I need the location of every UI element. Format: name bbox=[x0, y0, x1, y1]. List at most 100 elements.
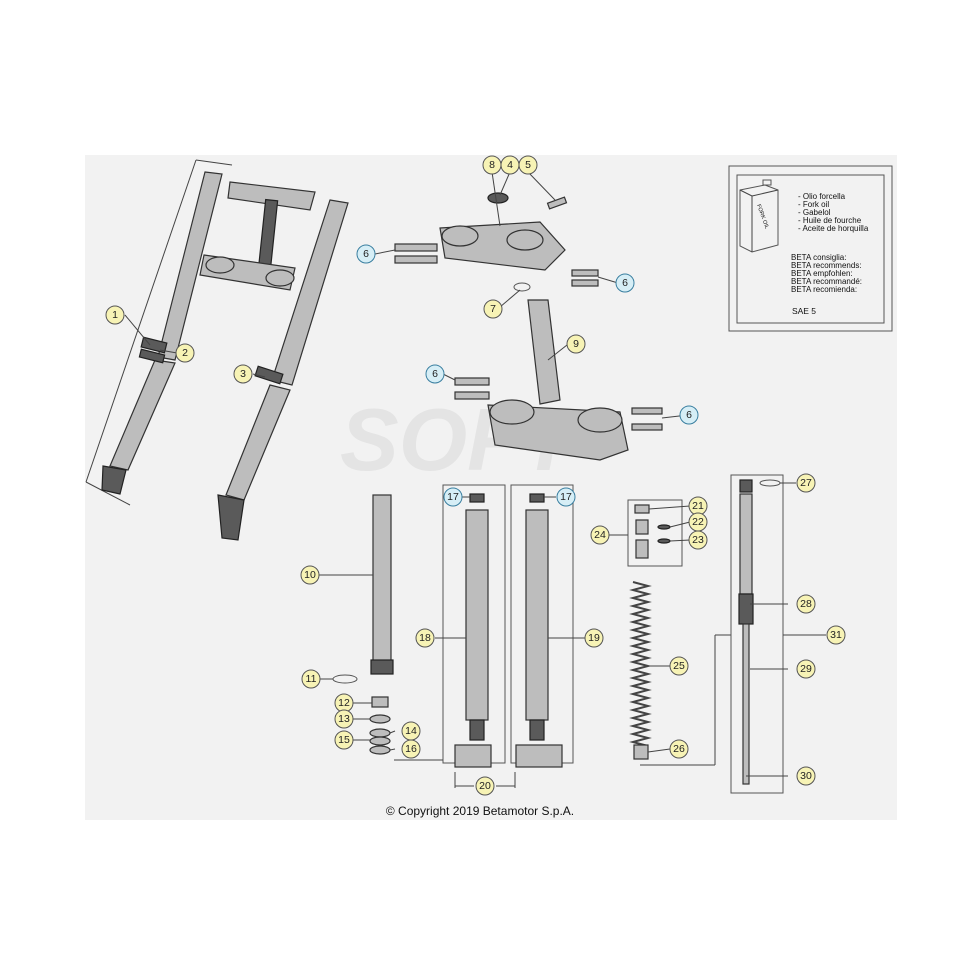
callout-26: 26 bbox=[669, 739, 689, 759]
callout-31: 31 bbox=[826, 625, 846, 645]
callout-circle bbox=[796, 594, 816, 614]
callout-circle bbox=[301, 669, 321, 689]
callout-circle bbox=[679, 405, 699, 425]
callout-2: 2 bbox=[175, 343, 195, 363]
fork-spring bbox=[627, 499, 683, 760]
callout-number: 31 bbox=[830, 629, 842, 641]
callout-circle bbox=[415, 628, 435, 648]
outer-fork-tube-right bbox=[510, 484, 574, 768]
legend-recommend-line-1: BETA recommends: bbox=[791, 261, 862, 270]
steering-stem-lower-clamp bbox=[454, 299, 663, 461]
callout-number: 16 bbox=[405, 743, 417, 755]
triple-clamp-assembly-small bbox=[199, 181, 316, 291]
callout-24: 24 bbox=[590, 525, 610, 545]
callout-20: 20 bbox=[475, 776, 495, 796]
callout-circle bbox=[518, 155, 538, 175]
legend-oil-line-1: - Fork oil bbox=[798, 200, 829, 209]
callout-23: 23 bbox=[688, 530, 708, 550]
callout-number: 26 bbox=[673, 743, 685, 755]
callout-9: 9 bbox=[566, 334, 586, 354]
callout-1: 1 bbox=[105, 305, 125, 325]
callout-29: 29 bbox=[796, 659, 816, 679]
callout-number: 21 bbox=[692, 500, 704, 512]
callout-circle bbox=[796, 473, 816, 493]
callout-number: 3 bbox=[240, 368, 246, 380]
legend-oil-line-0: - Olio forcella bbox=[798, 192, 846, 201]
callout-number: 7 bbox=[490, 303, 496, 315]
legend-oil-line-4: - Aceite de horquilla bbox=[798, 224, 869, 233]
callout-6-4: 6 bbox=[679, 405, 699, 425]
callout-14: 14 bbox=[401, 721, 421, 741]
legend-oil-line-2: - Gabelol bbox=[798, 208, 831, 217]
callout-number: 4 bbox=[507, 159, 513, 171]
callout-number: 6 bbox=[432, 368, 438, 380]
callout-number: 29 bbox=[800, 663, 812, 675]
callout-10: 10 bbox=[300, 565, 320, 585]
callout-number: 27 bbox=[800, 477, 812, 489]
callout-13: 13 bbox=[334, 709, 354, 729]
callout-number: 19 bbox=[588, 632, 600, 644]
callout-number: 23 bbox=[692, 534, 704, 546]
callout-number: 15 bbox=[338, 734, 350, 746]
callout-circle bbox=[401, 739, 421, 759]
callout-number: 17 bbox=[447, 491, 459, 503]
callout-circle bbox=[796, 766, 816, 786]
callout-number: 2 bbox=[182, 347, 188, 359]
callout-circle bbox=[826, 625, 846, 645]
complete-fork-leg-left bbox=[85, 159, 233, 506]
callout-15: 15 bbox=[334, 730, 354, 750]
callout-circle bbox=[669, 656, 689, 676]
legend-recommend-line-0: BETA consiglia: bbox=[791, 253, 846, 262]
leader-lines bbox=[124, 171, 796, 753]
callout-number: 1 bbox=[112, 309, 118, 321]
callout-number: 25 bbox=[673, 660, 685, 672]
legend-recommend-line-3: BETA recommandé: bbox=[791, 277, 862, 286]
callout-circle bbox=[796, 659, 816, 679]
callout-number: 18 bbox=[419, 632, 431, 644]
callout-12: 12 bbox=[334, 693, 354, 713]
complete-fork-leg-right bbox=[217, 199, 349, 541]
callout-18: 18 bbox=[415, 628, 435, 648]
legend-oil-grade: SAE 5 bbox=[792, 306, 816, 316]
callout-number: 28 bbox=[800, 598, 812, 610]
callout-4: 4 bbox=[500, 155, 520, 175]
callout-number: 24 bbox=[594, 529, 606, 541]
callout-16: 16 bbox=[401, 739, 421, 759]
callout-number: 6 bbox=[686, 409, 692, 421]
callout-19: 19 bbox=[584, 628, 604, 648]
callout-8: 8 bbox=[482, 155, 502, 175]
callout-number: 5 bbox=[525, 159, 531, 171]
callout-6-2: 6 bbox=[615, 273, 635, 293]
callout-number: 17 bbox=[560, 491, 572, 503]
callout-number: 20 bbox=[479, 780, 491, 792]
outer-fork-tube-left bbox=[442, 484, 506, 768]
callout-17-2: 17 bbox=[556, 487, 576, 507]
oil-legend-box: FORK OIL - Olio forcella - Fork oil - Ga… bbox=[728, 165, 893, 332]
callout-6: 6 bbox=[356, 244, 376, 264]
callout-circle bbox=[233, 364, 253, 384]
callout-17: 17 bbox=[443, 487, 463, 507]
callout-number: 10 bbox=[304, 569, 316, 581]
callout-circle bbox=[669, 739, 689, 759]
copyright-notice: © Copyright 2019 Betamotor S.p.A. bbox=[385, 804, 575, 818]
callout-5: 5 bbox=[518, 155, 538, 175]
callout-circle bbox=[475, 776, 495, 796]
callout-number: 11 bbox=[306, 673, 317, 685]
callout-22: 22 bbox=[688, 512, 708, 532]
callout-28: 28 bbox=[796, 594, 816, 614]
callout-number: 9 bbox=[573, 338, 579, 350]
callout-11: 11 bbox=[301, 669, 321, 689]
callout-number: 22 bbox=[692, 516, 704, 528]
upper-triple-clamp bbox=[394, 192, 599, 292]
callout-number: 13 bbox=[338, 713, 350, 725]
legend-recommend-line-4: BETA recomienda: bbox=[791, 285, 857, 294]
callout-number: 30 bbox=[800, 770, 812, 782]
legend-oil-line-3: - Huile de fourche bbox=[798, 216, 862, 225]
callout-7: 7 bbox=[483, 299, 503, 319]
callout-25: 25 bbox=[669, 656, 689, 676]
callout-circle bbox=[590, 525, 610, 545]
callout-number: 6 bbox=[622, 277, 628, 289]
callout-number: 12 bbox=[338, 697, 350, 709]
